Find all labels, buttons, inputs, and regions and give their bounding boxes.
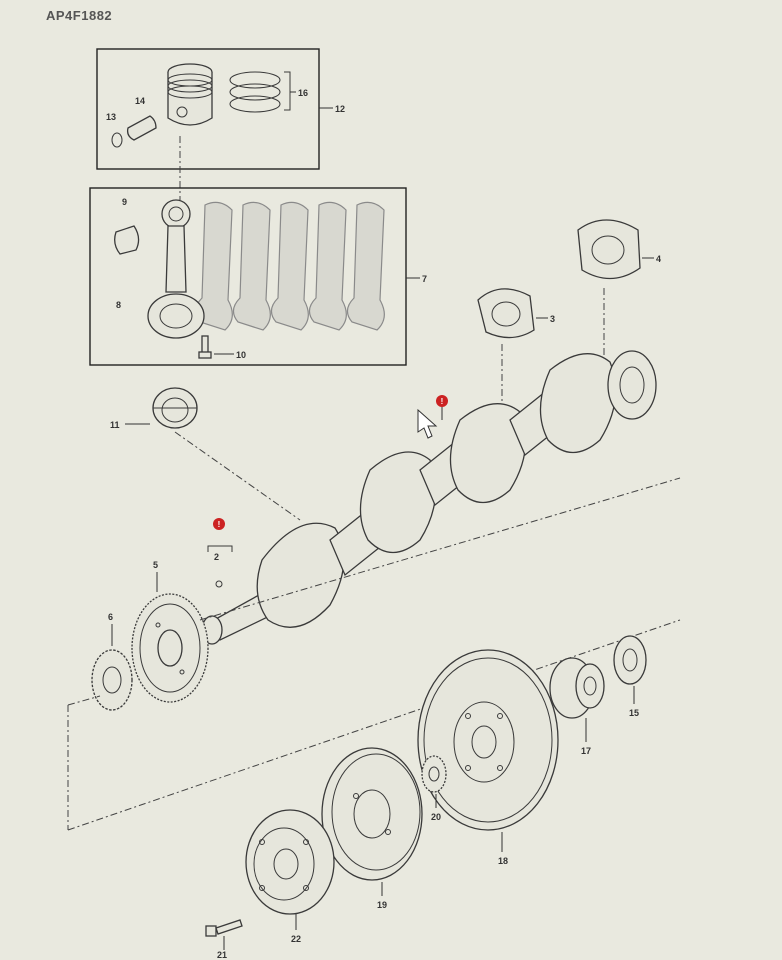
callout-13: 13 (106, 112, 116, 122)
note-marker-text: ! (441, 397, 444, 406)
piston-group-frame (96, 48, 320, 170)
circlip (111, 132, 123, 148)
callout-22: 22 (291, 934, 301, 944)
callout-4: 4 (656, 254, 661, 264)
piston-rings (229, 71, 296, 113)
callout-18: 18 (498, 856, 508, 866)
big-end-bearing (152, 387, 198, 429)
callout-8: 8 (116, 300, 121, 310)
callout-19: 19 (377, 900, 387, 910)
small-end-bushing (114, 225, 140, 255)
note-marker-crankshaft (436, 395, 448, 407)
callout-2: 2 (214, 552, 219, 562)
mouse-cursor-icon (417, 408, 438, 439)
main-bearing-3 (477, 288, 535, 339)
document-id: AP4F1882 (46, 8, 113, 23)
callout-11: 11 (110, 420, 120, 430)
dowel-pin (215, 580, 223, 588)
connecting-rod (147, 199, 205, 339)
ghost-connecting-rods (194, 201, 385, 331)
callout-15: 15 (629, 708, 639, 718)
callout-10: 10 (236, 350, 246, 360)
callout-17: 17 (581, 746, 591, 756)
small-drive-gear (421, 755, 447, 793)
callout-12: 12 (335, 104, 345, 114)
callout-3: 3 (550, 314, 555, 324)
callout-21: 21 (217, 950, 227, 960)
callout-16: 16 (298, 88, 308, 98)
pulley-adapter (245, 809, 335, 915)
callout-6: 6 (108, 612, 113, 622)
callout-20: 20 (431, 812, 441, 822)
note-marker-dowel (213, 518, 225, 530)
crank-pulley (321, 747, 423, 881)
vibration-damper (417, 649, 559, 831)
rod-bolt (198, 335, 212, 359)
piston (167, 63, 213, 126)
callout-5: 5 (153, 560, 158, 570)
callout-9: 9 (122, 197, 127, 207)
callout-7: 7 (422, 274, 427, 284)
crankshaft (201, 350, 657, 645)
callout-1: 1 (449, 388, 454, 398)
connecting-rod-frame (89, 187, 407, 366)
pulley-bolt (205, 919, 243, 937)
main-bearing-4 (577, 219, 641, 280)
thrust-washer (613, 635, 647, 685)
crank-gear (131, 593, 209, 703)
timing-gear (91, 649, 133, 711)
callout-14: 14 (135, 96, 145, 106)
piston-pin (126, 115, 157, 141)
note-marker-text-2: ! (218, 520, 221, 529)
crank-hub (549, 657, 605, 719)
